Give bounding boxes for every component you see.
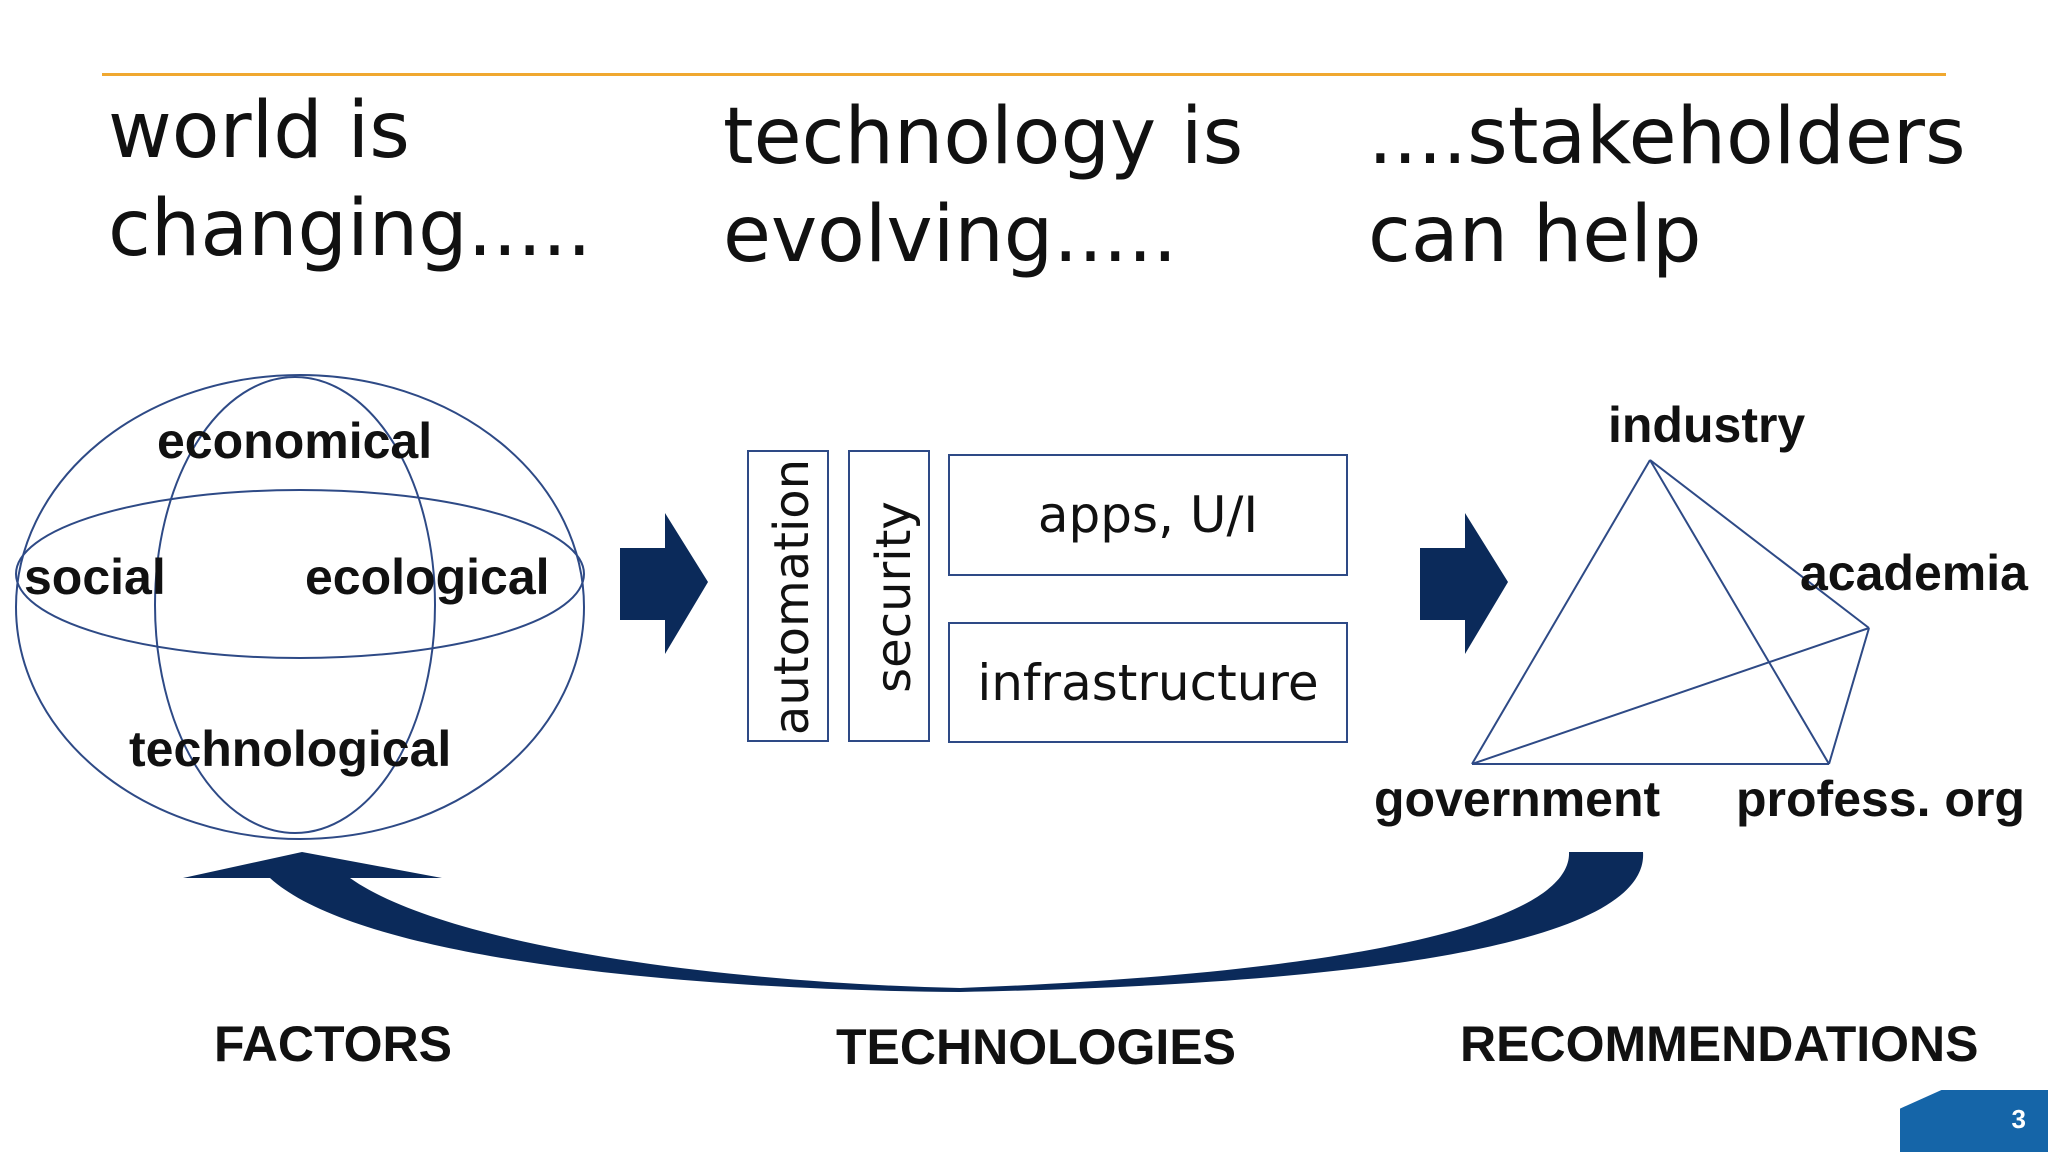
arrow-right-icon: [1420, 513, 1508, 654]
factor-technological: technological: [129, 721, 451, 777]
stakeholder-government: government: [1374, 771, 1661, 827]
globe-outline: [15, 374, 585, 840]
factor-economical: economical: [157, 413, 432, 469]
edge-government-academia: [1471, 627, 1870, 765]
stakeholder-academia: academia: [1800, 545, 2029, 601]
tech-automation: automation: [764, 459, 820, 735]
edge-industry-government: [1471, 459, 1651, 765]
infrastructure-box: [948, 622, 1348, 743]
stakeholder-network: [1471, 459, 1870, 765]
footer-factors: FACTORS: [214, 1016, 452, 1072]
tech-security: security: [866, 501, 922, 693]
apps-ui-box: [948, 454, 1348, 576]
tech-infrastructure: infrastructure: [977, 654, 1318, 712]
factor-social: social: [24, 549, 166, 605]
globe-equator: [15, 489, 585, 659]
feedback-arrow-icon: [183, 852, 1644, 992]
arrow-right-icon: [620, 513, 708, 654]
edge-industry-profess: [1649, 459, 1830, 765]
security-box: [848, 450, 930, 742]
automation-box: [747, 450, 829, 742]
stakeholder-industry: industry: [1608, 397, 1805, 453]
footer-recommendations: RECOMMENDATIONS: [1460, 1016, 1979, 1072]
stakeholder-profess-org: profess. org: [1736, 771, 2025, 827]
globe-icon: [15, 374, 585, 840]
heading-stakeholders-help: ....stakeholders can help: [1368, 92, 1966, 280]
page-number-tab: 3: [1900, 1090, 2048, 1152]
factor-ecological: ecological: [305, 549, 550, 605]
tech-apps-ui: apps, U/I: [1038, 486, 1258, 544]
heading-world-changing: world is changing.....: [108, 86, 592, 274]
heading-technology-evolving: technology is evolving.....: [723, 92, 1244, 280]
edge-profess-academia: [1828, 627, 1870, 765]
globe-meridian: [154, 376, 436, 834]
top-accent-line: [102, 73, 1946, 76]
page-number: 3: [2011, 1104, 2026, 1134]
footer-technologies: TECHNOLOGIES: [836, 1019, 1237, 1075]
edge-industry-academia: [1649, 459, 1870, 629]
